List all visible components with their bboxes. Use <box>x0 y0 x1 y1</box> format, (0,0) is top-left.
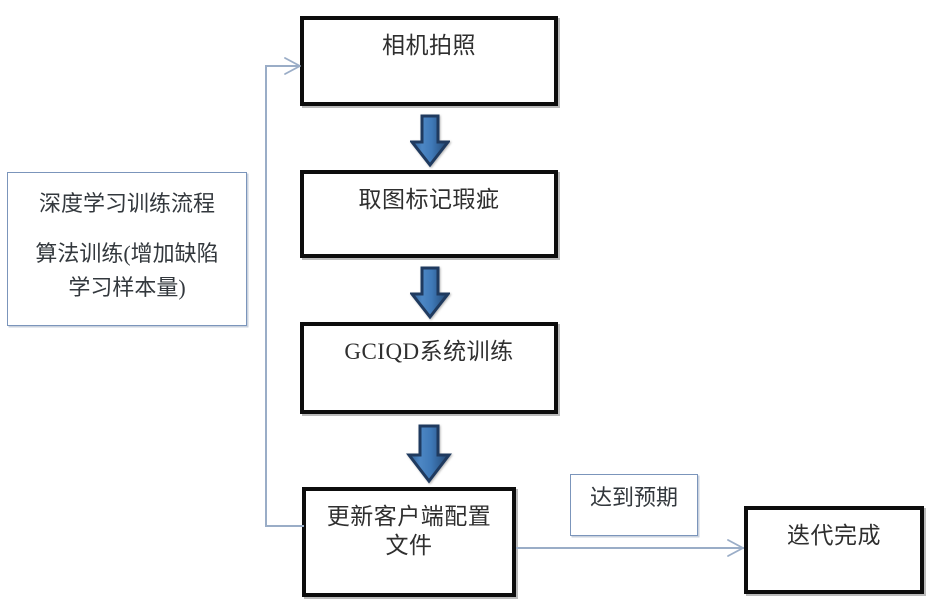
note-box-training-process: 深度学习训练流程 算法训练(增加缺陷 学习样本量) <box>7 172 247 326</box>
process-box-camera-capture: 相机拍照 <box>300 16 558 106</box>
feedback-arrowhead-icon <box>283 55 305 77</box>
process-label-camera-capture: 相机拍照 <box>382 33 476 58</box>
process-label-update-client-config: 更新客户端配置 文件 <box>326 504 492 558</box>
note-box-expectation: 达到预期 <box>570 474 698 536</box>
process-label-iteration-complete: 迭代完成 <box>787 523 881 548</box>
process-label-mark-defects: 取图标记瑕疵 <box>358 187 500 212</box>
note-training-process-line1: 深度学习训练流程 <box>38 191 215 216</box>
completion-line-segment <box>516 547 744 549</box>
arrow-gciqd-to-update <box>406 424 452 484</box>
process-box-update-client-config: 更新客户端配置 文件 <box>302 487 516 597</box>
feedback-line-bottom-segment <box>265 525 304 527</box>
arrow-mark-to-gciqd <box>410 266 450 320</box>
feedback-line-vertical-segment <box>265 65 267 526</box>
process-label-gciqd-training: GCIQD系统训练 <box>344 339 514 364</box>
note-training-process-line2: 算法训练(增加缺陷 学习样本量) <box>35 241 219 301</box>
process-box-gciqd-training: GCIQD系统训练 <box>300 322 558 414</box>
process-box-mark-defects: 取图标记瑕疵 <box>300 170 558 258</box>
process-box-iteration-complete: 迭代完成 <box>744 506 924 594</box>
arrow-capture-to-mark <box>410 114 450 168</box>
note-expectation-label: 达到预期 <box>589 485 678 510</box>
feedback-line-top-segment <box>265 65 299 67</box>
completion-arrowhead-icon <box>726 537 748 559</box>
